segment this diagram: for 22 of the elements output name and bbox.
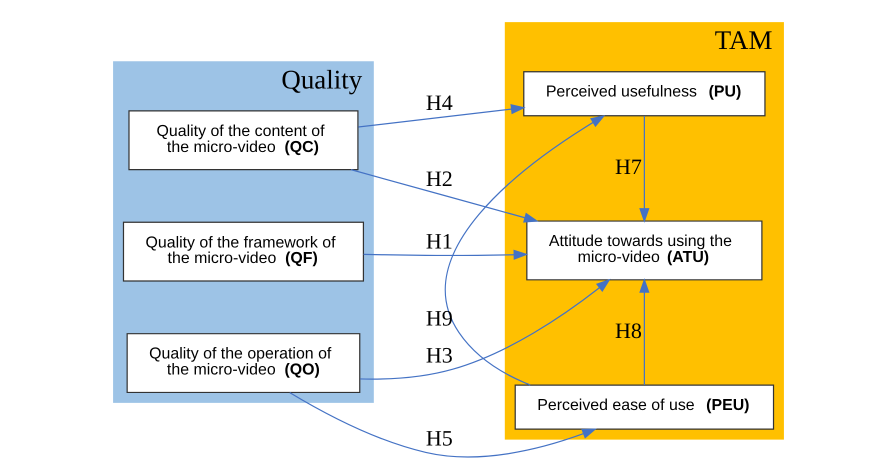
node-box: Perceived ease of use (PEU) [514,384,774,430]
edge-label: H4 [425,90,452,116]
arrow [288,392,596,458]
node-box: Quality of the framework of the micro-video (QF) [122,222,364,282]
arrow [360,278,610,380]
edge-label: H1 [425,228,452,254]
edge-label: H8 [614,318,642,343]
arrow [638,278,650,386]
node-box: Quality of the operation of the micro-video (QO) [126,333,360,394]
node-box: Quality of the content of the micro-video (QC) [128,110,358,170]
arrow [350,169,538,223]
edge-label: H3 [425,342,452,368]
node-box: Perceived usefulness (PU) [522,71,766,116]
arrow [358,104,526,128]
arrow [363,250,528,260]
arrow [638,116,650,223]
arrow [444,115,605,386]
edge-label: H9 [425,306,452,331]
node-box: Attitude towards using the micro-video (ATU) [526,220,762,280]
edge-label: H7 [614,154,642,179]
edge-label: H2 [425,166,452,192]
edge-label: H5 [425,426,452,451]
